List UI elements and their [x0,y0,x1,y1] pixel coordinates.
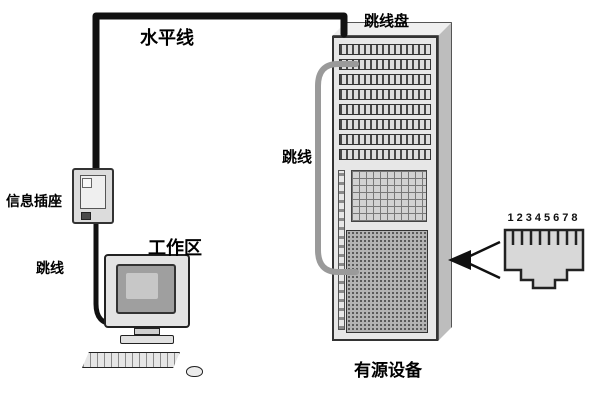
label-patch-panel: 跳线盘 [364,13,410,30]
monitor-base [120,335,174,344]
screen-glare [126,273,158,299]
rj45-connector-icon: 12345678 [502,212,586,296]
vent-grid [351,170,427,222]
label-outlet-patch-cord: 跳线 [36,260,64,276]
label-rack-patch-cord: 跳线 [282,149,313,166]
rj45-pin-numbers: 12345678 [507,212,581,224]
mouse-icon [186,366,203,377]
label-active-equipment: 有源设备 [354,361,422,380]
outlet-module [82,178,92,188]
monitor-neck [134,328,160,335]
monitor-icon [104,254,190,328]
monitor-screen [116,264,176,314]
active-equipment-block [346,230,428,333]
keyboard-icon [82,352,180,368]
label-horizontal-cable: 水平线 [140,28,194,48]
label-work-area: 工作区 [148,238,202,258]
rack-top-face [332,22,452,36]
wall-outlet-icon [72,168,114,224]
rj45-connector-drawing [503,228,585,290]
rj45-body [503,228,585,290]
rj45-pins [511,230,578,245]
label-info-outlet: 信息插座 [6,193,62,209]
outlet-port [81,212,91,220]
rack-front-face [332,36,438,341]
